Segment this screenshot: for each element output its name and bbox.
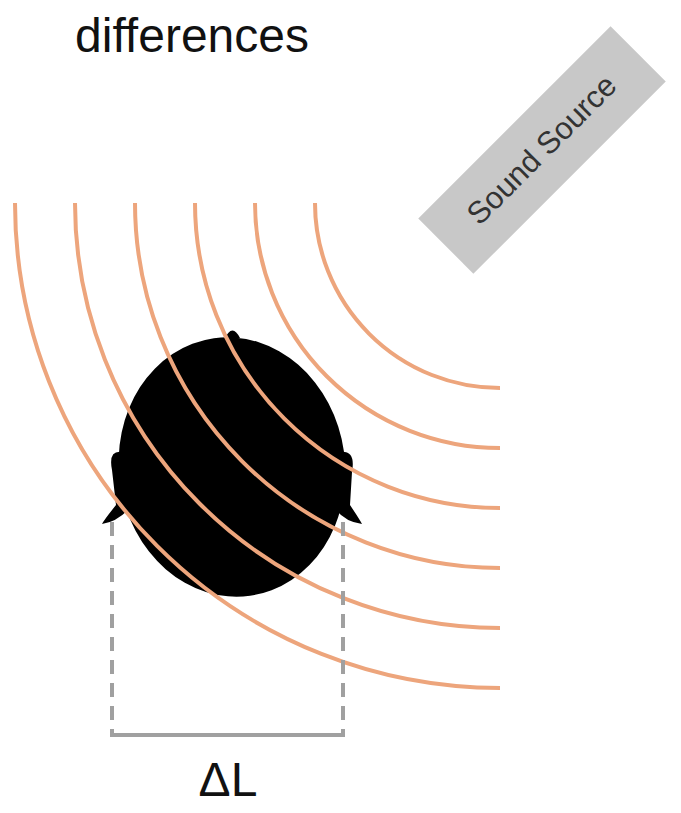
source-label: Sound Source [460, 68, 624, 232]
head [102, 323, 362, 612]
dimension-line [110, 522, 114, 733]
head-figure [102, 323, 362, 612]
wave-front [135, 203, 500, 568]
source-box: Sound Source [418, 26, 665, 273]
dimension-label: ΔL [199, 752, 258, 807]
dimension-line [341, 522, 345, 733]
wave-front [75, 203, 500, 628]
wave-fronts [15, 203, 500, 688]
title: differences [75, 8, 309, 63]
dimension-line [110, 733, 345, 737]
wave-front [15, 203, 500, 688]
dimension-bracket [110, 522, 345, 735]
